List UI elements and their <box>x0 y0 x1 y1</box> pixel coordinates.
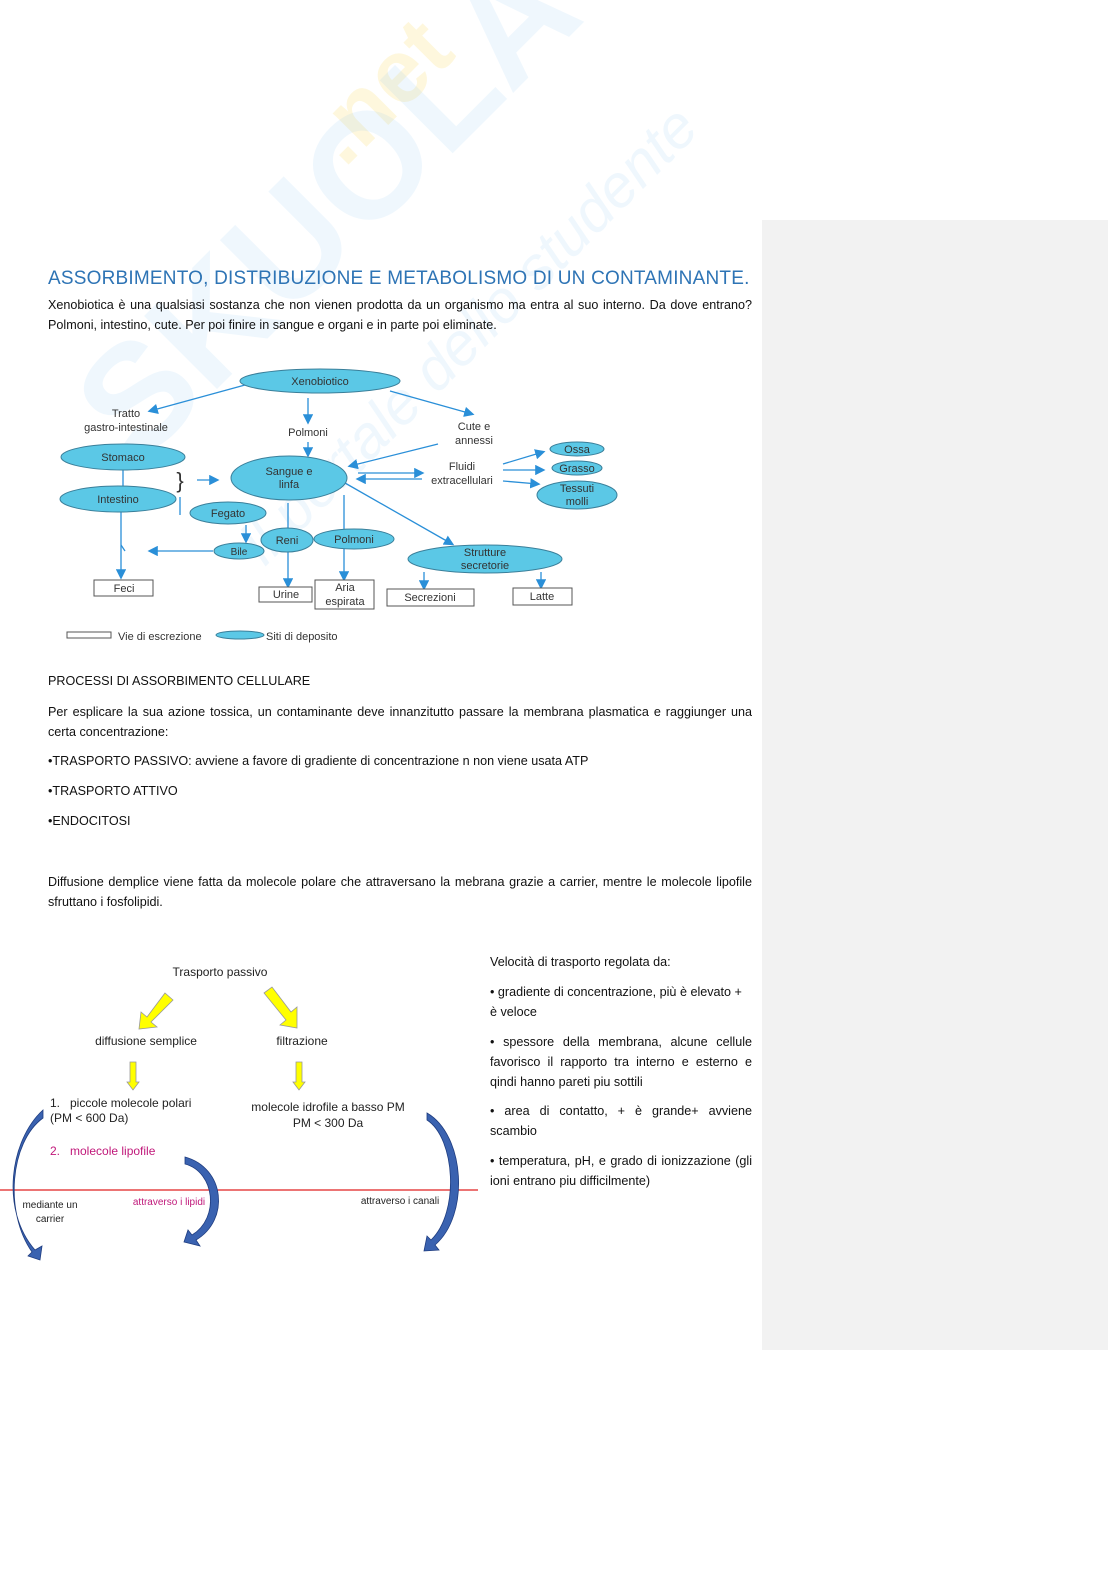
node-secretorie: secretorie <box>461 560 509 572</box>
node-reni: Reni <box>276 535 299 547</box>
box-espirata: espirata <box>325 596 365 608</box>
box-urine: Urine <box>273 589 299 601</box>
box-aria: Aria <box>335 582 355 594</box>
velocity-item: • gradiente di concentrazione, più è ele… <box>490 985 742 1019</box>
xenobiotic-distribution-diagram: Xenobiotico Tratto gastro-intestinale Po… <box>59 368 618 643</box>
blue-curved-arrows <box>12 1109 459 1261</box>
label-mediante: mediante un <box>22 1200 77 1211</box>
section-title: PROCESSI DI ASSORBIMENTO CELLULARE <box>48 674 311 688</box>
item-polari: 1. piccole molecole polari <box>50 1096 191 1110</box>
deposit-site-nodes <box>59 368 618 574</box>
node-stomaco: Stomaco <box>101 452 144 464</box>
label-fluidi: Fluidi <box>449 461 475 473</box>
legend-excretion-label: Vie di escrezione <box>118 631 202 643</box>
label-extracellulari: extracellulari <box>431 475 493 487</box>
velocity-item: • area di contatto, + è grande+ avviene … <box>490 1104 752 1138</box>
box-secrezioni: Secrezioni <box>404 592 455 604</box>
item-lipofile: 2. molecole lipofile <box>50 1144 156 1158</box>
bullet-passive: •TRASPORTO PASSIVO: avviene a favore di … <box>48 754 589 768</box>
node-molli: molli <box>566 496 589 508</box>
node-strutture: Strutture <box>464 547 506 559</box>
passive-transport-diagram: Trasporto passivo diffusione semplice fi… <box>0 965 478 1261</box>
node-grasso: Grasso <box>559 463 594 475</box>
label-canali: attraverso i canali <box>361 1196 439 1207</box>
label-idrofile: molecole idrofile a basso PM <box>251 1100 404 1114</box>
label-gastro: gastro-intestinale <box>84 422 168 434</box>
node-tessuti: Tessuti <box>560 483 594 495</box>
legend-deposit-swatch <box>215 630 265 640</box>
velocity-item: • spessore della membrana, alcune cellul… <box>490 1035 752 1089</box>
box-latte: Latte <box>530 591 554 603</box>
comment-margin-panel <box>762 220 1108 1350</box>
intro-paragraph: Xenobiotica è una qualsiasi sostanza che… <box>48 298 752 332</box>
node-xenobiotico: Xenobiotico <box>291 376 349 388</box>
label-filtrazione: filtrazione <box>276 1034 328 1048</box>
label-tratto: Tratto <box>112 408 140 420</box>
label-carrier: carrier <box>36 1214 65 1225</box>
label-idrofile-pm: PM < 300 Da <box>293 1116 364 1130</box>
section-intro: Per esplicare la sua azione tossica, un … <box>48 705 752 739</box>
label-lipidi: attraverso i lipidi <box>133 1197 205 1208</box>
bullet-endocytosis: •ENDOCITOSI <box>48 814 131 828</box>
velocity-item: • temperatura, pH, e grado di ionizzazio… <box>490 1154 752 1188</box>
label-annessi: annessi <box>455 435 493 447</box>
brace-symbol: } <box>176 468 183 493</box>
node-polmoni-out: Polmoni <box>334 534 374 546</box>
diffusion-paragraph: Diffusione demplice viene fatta da molec… <box>48 875 752 909</box>
node-ossa: Ossa <box>564 444 591 456</box>
excretion-route-boxes <box>66 579 573 639</box>
legend-deposit-label: Siti di deposito <box>266 631 338 643</box>
bullet-active: •TRASPORTO ATTIVO <box>48 784 178 798</box>
node-fegato: Fegato <box>211 508 245 520</box>
title-trasporto-passivo: Trasporto passivo <box>173 965 268 979</box>
node-linfa: linfa <box>279 479 300 491</box>
page-title: ASSORBIMENTO, DISTRIBUZIONE E METABOLISM… <box>48 268 750 289</box>
label-diffusione-semplice: diffusione semplice <box>95 1034 197 1048</box>
node-sangue: Sangue e <box>265 466 312 478</box>
node-intestino: Intestino <box>97 494 139 506</box>
yellow-arrows <box>126 986 306 1091</box>
watermark-logo: .net <box>287 0 472 184</box>
node-bile: Bile <box>231 547 248 558</box>
label-polmoni-in: Polmoni <box>288 427 328 439</box>
label-cute: Cute e <box>458 421 490 433</box>
box-feci: Feci <box>114 583 135 595</box>
velocity-title: Velocità di trasporto regolata da: <box>490 955 671 969</box>
item-polari-pm: (PM < 600 Da) <box>50 1111 128 1125</box>
